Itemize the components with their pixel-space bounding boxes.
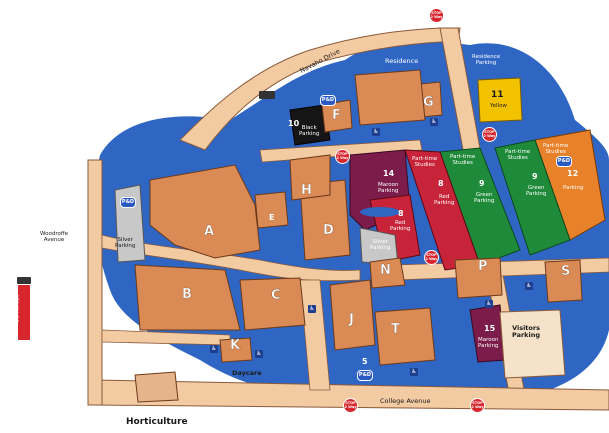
horticulture-label: Horticulture: [126, 417, 188, 427]
transpo-label: OC Transpo: [14, 294, 21, 323]
building-c-label[interactable]: C: [271, 288, 281, 303]
building-h-label[interactable]: H: [301, 183, 312, 198]
building-p-label[interactable]: P: [478, 259, 488, 274]
college-avenue-label: College Avenue: [380, 397, 431, 405]
accessible-parking-icon: ♿: [525, 282, 533, 290]
lot-11-number: 11: [491, 90, 504, 100]
lot-12-number: 12: [567, 169, 579, 178]
stop-sign: STOP 2 Way: [482, 127, 497, 142]
building-k-label[interactable]: K: [230, 338, 241, 353]
lot-9a-number: 9: [479, 179, 485, 188]
building-t-shape: [374, 307, 436, 366]
building-b-shape: [134, 264, 241, 331]
lot-8a-number: 8: [438, 179, 444, 188]
building-n-label[interactable]: N: [380, 263, 391, 278]
stop-sign: STOP 2 Way: [429, 8, 444, 23]
accessible-parking-icon: ♿: [210, 345, 218, 353]
lot-9b-green: [494, 139, 571, 256]
building-d-label[interactable]: D: [323, 223, 334, 238]
accessible-parking-icon: ♿: [308, 305, 316, 313]
studies-label-3: Part-time Studies: [505, 149, 531, 161]
building-f-shape: [321, 99, 353, 133]
building-f-label[interactable]: F: [332, 108, 341, 123]
studies-label-4: Part-time Studies: [543, 143, 569, 155]
lot-9b-number: 9: [532, 172, 538, 181]
lot-9b-name: Green Parking: [526, 185, 547, 197]
building-p-shape: [454, 257, 503, 299]
building-h-shape: [289, 154, 331, 201]
building-j-shape: [329, 279, 376, 351]
lot-5-number: 5: [362, 357, 368, 366]
south-inner-road: [299, 279, 331, 391]
lot-12-name: Parking: [563, 185, 584, 191]
residence-parking-label: Residence Parking: [472, 54, 501, 66]
lot-black: [289, 104, 331, 146]
building-a-label[interactable]: A: [204, 224, 215, 239]
stop-sign: STOP 2 Way: [424, 250, 439, 265]
building-k-shape: [219, 337, 253, 363]
lot-10-name: Black Parking: [299, 125, 320, 137]
lot-14-number: 14: [383, 169, 395, 178]
pd-badge-orange: P&D: [556, 156, 572, 167]
building-a-shape: [149, 164, 261, 259]
lot-10-number: 10: [288, 119, 300, 128]
lot-visitors: [499, 309, 566, 379]
studies-label-1: Part-time Studies: [412, 156, 438, 168]
lot-8a-name: Red Parking: [434, 194, 455, 206]
building-c-shape: [239, 277, 306, 331]
lot-14-name: Maroon Parking: [378, 182, 399, 194]
building-t-label[interactable]: T: [391, 322, 400, 337]
building-b-label[interactable]: B: [182, 287, 192, 302]
woodroffe-avenue: [87, 159, 103, 406]
residence-label: Residence: [385, 57, 419, 65]
visitors-parking-label: Visitors Parking: [512, 324, 541, 339]
accessible-parking-icon: ♿: [410, 368, 418, 376]
lot-11-yellow: [477, 77, 523, 123]
accessible-parking-icon: ♿: [255, 350, 263, 358]
pond: [360, 207, 400, 217]
building-e-shape: [254, 191, 289, 229]
building-e-label[interactable]: E: [269, 213, 275, 222]
lot-15-number: 15: [484, 324, 496, 333]
accessible-parking-icon: ♿: [372, 128, 380, 136]
daycare-label: Daycare: [232, 369, 262, 377]
pd-badge-black: P&D: [320, 95, 336, 106]
accessible-parking-icon: ♿: [485, 300, 493, 308]
stop-sign: STOP 2 Way: [470, 398, 485, 413]
building-g-label[interactable]: G: [423, 95, 434, 110]
building-n-shape: [369, 257, 406, 289]
lot-8b-name: Red Parking: [390, 220, 411, 232]
bus-icon-top: [259, 91, 275, 99]
silver-mid-label: Silver Parking: [370, 239, 391, 251]
woodroffe-label: Woodroffe Avenue: [40, 231, 69, 243]
lot-9a-name: Green Parking: [474, 192, 495, 204]
lot-15-name: Maroon Parking: [478, 337, 499, 349]
pd-badge-silver: P&D: [120, 197, 136, 208]
residence-shape: [354, 69, 426, 126]
horticulture-shape: [134, 371, 179, 403]
stop-sign: STOP 2 Way: [335, 149, 350, 164]
studies-label-2: Part-time Studies: [450, 154, 476, 166]
building-s-label[interactable]: S: [561, 264, 571, 279]
building-j-label[interactable]: J: [349, 312, 354, 327]
lot-8b-number: 8: [398, 209, 404, 218]
bus-icon: [17, 277, 31, 284]
lot-11-name: Yellow: [490, 103, 507, 109]
transpo-sign: [18, 285, 30, 340]
stop-sign: STOP 2 Way: [343, 398, 358, 413]
building-s-shape: [544, 259, 583, 303]
silver-left-label: Silver Parking: [115, 237, 136, 249]
pd-badge-lot5: P&D: [357, 370, 373, 381]
accessible-parking-icon: ♿: [430, 118, 438, 126]
